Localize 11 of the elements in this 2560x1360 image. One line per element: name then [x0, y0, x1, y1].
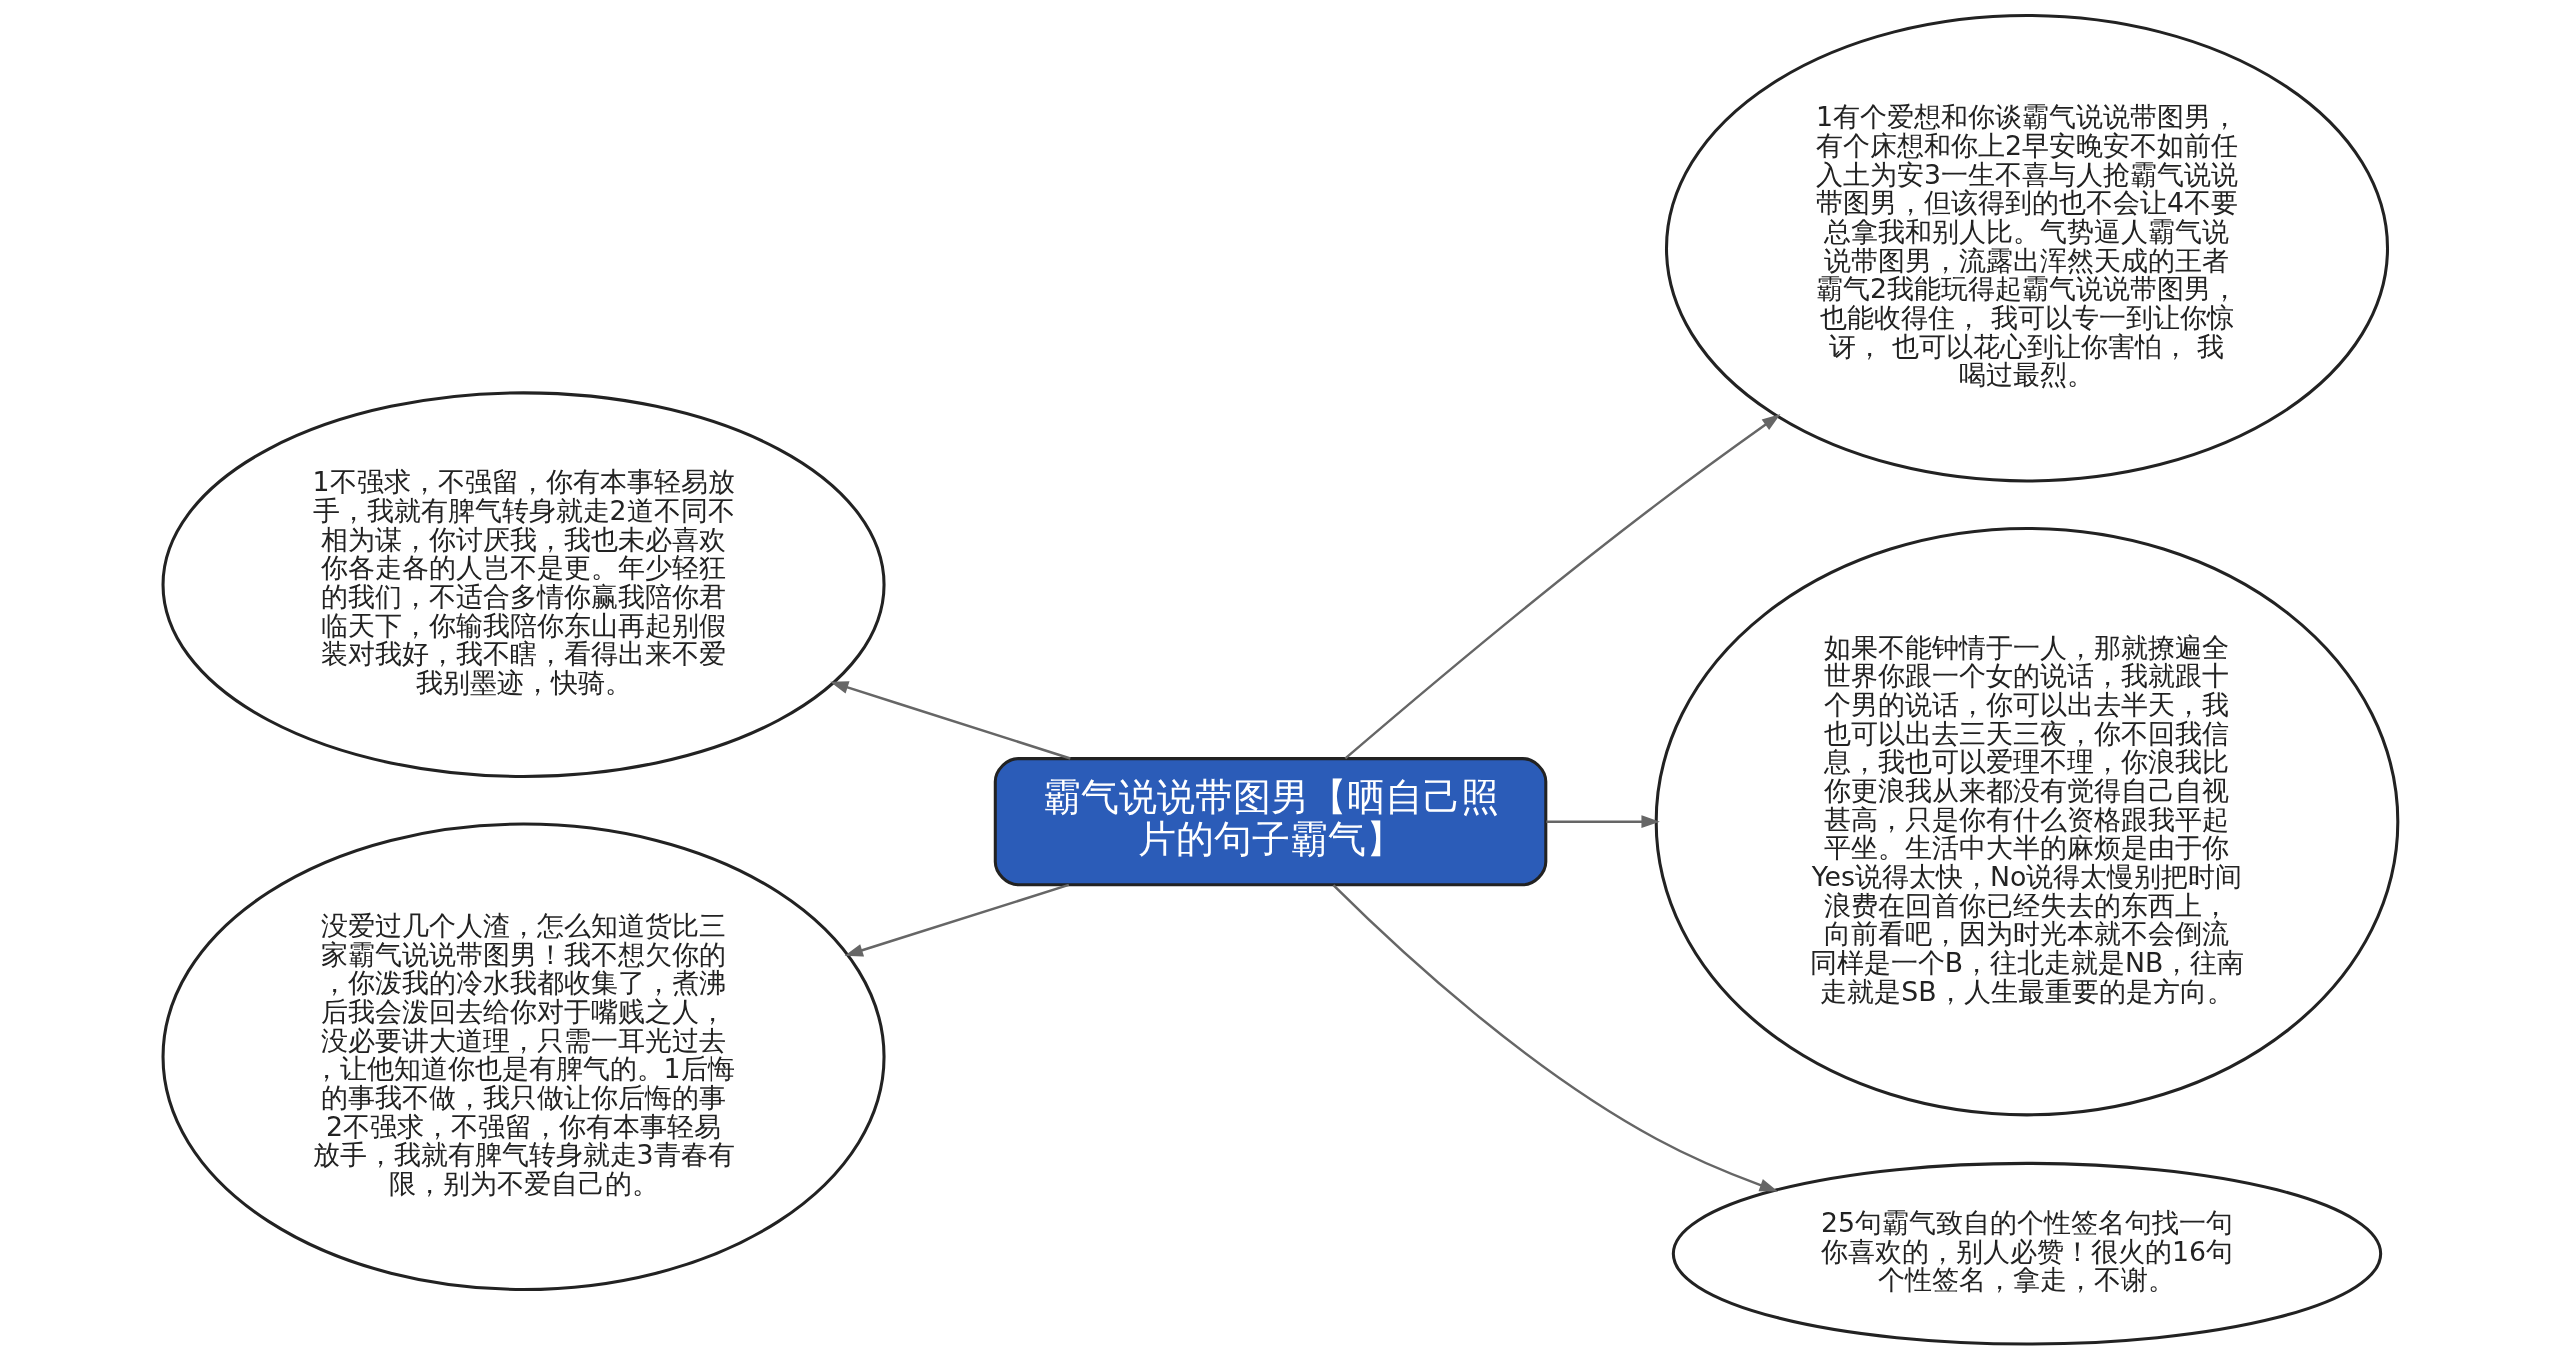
node-ellipse: 1不强求，不强留，你有本事轻易放手，我就有脾气转身就走2道不同不相为谋，你讨厌我，我也未必喜欢你各走各的人岂不是更。年少轻狂的我们，不适合多情你赢我陪你君临天下，你输我陪你东山再起别假装对我好，我不瞎，看得出来不爱我别墨迹，快骑。: [161, 391, 886, 778]
arrow: [1332, 884, 1778, 1192]
node-box: 霸气说说带图男【晒自己照片的句子霸气】: [993, 757, 1548, 887]
arrow: [1546, 815, 1660, 829]
arrow: [830, 681, 1071, 760]
node-ellipse: 25句霸气致自的个性签名句找一句你喜欢的，别人必赞！很火的16句个性签名，拿走，不谢。: [1671, 1161, 2383, 1346]
arrow: [844, 883, 1070, 957]
node-ellipse: 如果不能钟情于一人，那就撩遍全世界你跟一个女的说话，我就跟十个男的说话，你可以出去半天，我也可以出去三天三夜，你不回我信息，我也可以爱理不理，你浪我比你更浪我从来都没有觉得自己自视甚高，只是你有什么资格跟我平起平坐。生活中大半的麻烦是由于你Yes说得太快，No说得太慢别把时间浪费在回首你已经失去的东西上，向前看吧，因为时光本就不会倒流同样是一个B，往北走就是NB，往南走就是SB，人生最重要的是方向。: [1654, 526, 2400, 1117]
node-ellipse: 1有个爱想和你谈霸气说说带图男，有个床想和你上2早安晚安不如前任入土为安3一生不喜与人抢霸气说说带图男，但该得到的也不会让4不要总拿我和别人比。气势逼人霸气说说带图男，流露出浑然天成的王者霸气2我能玩得起霸气说说带图男，也能收得住， 我可以专一到让你惊讶， 也可以花心到让你害怕， 我喝过最烈。: [1664, 14, 2390, 483]
node-ellipse: 没爱过几个人渣，怎么知道货比三家霸气说说带图男！我不想欠你的，你泼我的冷水我都收集了，煮沸后我会泼回去给你对于嘴贱之人，没必要讲大道理，只需一耳光过去，让他知道你也是有脾气的。1后悔的事我不做，我只做让你后悔的事 2不强求，不强留，你有本事轻易放手，我就有脾气转身就走3青春有限，别为不爱自己的。: [161, 822, 886, 1292]
arrow: [1344, 414, 1781, 760]
